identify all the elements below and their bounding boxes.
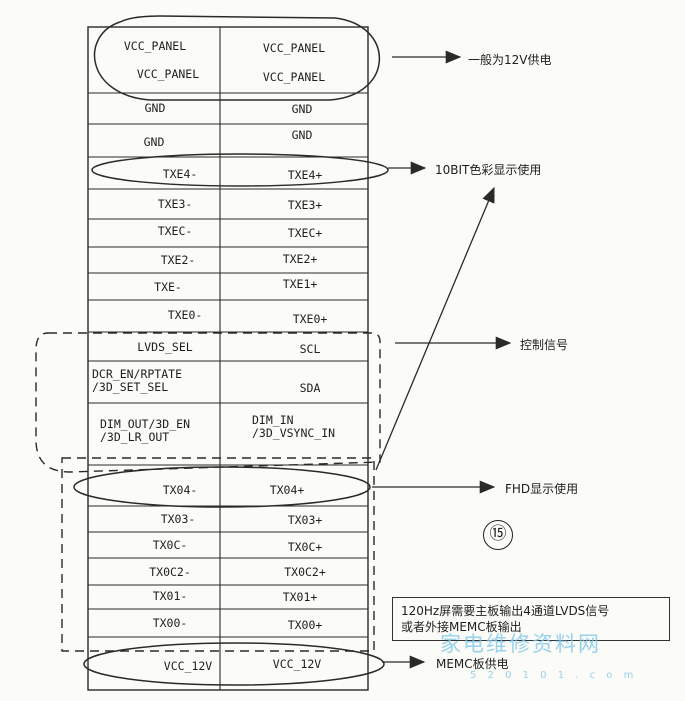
pin-left-14: TX04- <box>162 483 198 497</box>
pin-right-19: TX00+ <box>287 618 323 632</box>
pin-right-4: GND <box>291 128 313 142</box>
pin-left-4: GND <box>143 135 165 149</box>
tenbit-ellipse <box>91 153 389 187</box>
power-annotation: 一般为12V供电 <box>468 53 552 67</box>
fhd-annotation: FHD显示使用 <box>505 482 579 496</box>
pin-right-8: TXE2+ <box>282 252 318 266</box>
pin-left-6: TXE3- <box>157 197 193 211</box>
pin-left-20: VCC_12V <box>163 659 213 673</box>
pin-left-5: TXE4- <box>162 167 198 181</box>
watermark-text: 家电维修资料网 <box>440 632 601 656</box>
control-annotation: 控制信号 <box>520 338 569 352</box>
pin-left-7: TXEC- <box>157 224 193 238</box>
pin-right-3: GND <box>291 102 313 116</box>
memc-power-ellipse <box>83 642 385 686</box>
pin-right-10: TXE0+ <box>292 312 328 326</box>
pin-left-17: TX0C2- <box>149 565 191 579</box>
pin-right-5: TXE4+ <box>287 168 323 182</box>
pin-right-12: SDA <box>299 381 321 395</box>
pin-left-18: TX01- <box>152 589 188 603</box>
pin-left-1: VCC_PANEL <box>123 39 187 53</box>
pin-left-8: TXE2- <box>160 253 196 267</box>
pin-right-11: SCL <box>299 342 321 356</box>
pin-left-12: DCR_EN/RPTATE /3D_SET_SEL <box>92 367 183 394</box>
pin-right-13: DIM_IN /3D_VSYNC_IN <box>252 413 336 440</box>
pin-right-15: TX03+ <box>287 513 323 527</box>
memc-annotation: MEMC板供电 <box>436 657 509 671</box>
pin-right-18: TX01+ <box>282 590 318 604</box>
pin-right-9: TXE1+ <box>282 277 318 291</box>
control-dashed-box <box>35 332 381 473</box>
pin-left-3: GND <box>144 101 166 115</box>
lvds-note-line-1: 120Hz屏需要主板输出4通道LVDS信号 <box>401 604 610 618</box>
pin-right-14: TX04+ <box>269 483 305 497</box>
pin-left-16: TX0C- <box>152 538 188 552</box>
pin-right-2: VCC_PANEL <box>262 70 326 84</box>
pin-left-10: TXE0- <box>167 308 203 322</box>
pin-right-17: TX0C2+ <box>284 565 326 579</box>
pin-left-2: VCC_PANEL <box>136 67 200 81</box>
power-ellipse <box>93 15 381 101</box>
pin-right-1: VCC_PANEL <box>262 41 326 55</box>
watermark-url: 5 2 0 1 0 1 . c o m <box>470 670 638 681</box>
pin-right-16: TX0C+ <box>287 540 323 554</box>
figure-number: ⑮ <box>483 520 513 550</box>
pin-left-15: TX03- <box>160 512 196 526</box>
pin-right-20: VCC_12V <box>272 657 322 671</box>
lvds-note-box: 120Hz屏需要主板输出4通道LVDS信号 或者外接MEMC板输出 <box>392 597 670 641</box>
pin-right-6: TXE3+ <box>287 198 323 212</box>
pinout-table-frame <box>87 26 369 691</box>
pin-left-19: TX00- <box>152 616 188 630</box>
pin-left-9: TXE- <box>154 280 182 294</box>
tenbit-annotation: 10BIT色彩显示使用 <box>435 163 542 177</box>
lvds-dashed-box <box>61 457 375 652</box>
pin-left-11: LVDS_SEL <box>137 340 193 354</box>
diagonal-arrow <box>375 186 495 471</box>
pin-right-7: TXEC+ <box>287 226 323 240</box>
lvds-note-line-2: 或者外接MEMC板输出 <box>401 620 522 634</box>
pin-left-13: DIM_OUT/3D_EN /3D_LR_OUT <box>100 417 191 444</box>
